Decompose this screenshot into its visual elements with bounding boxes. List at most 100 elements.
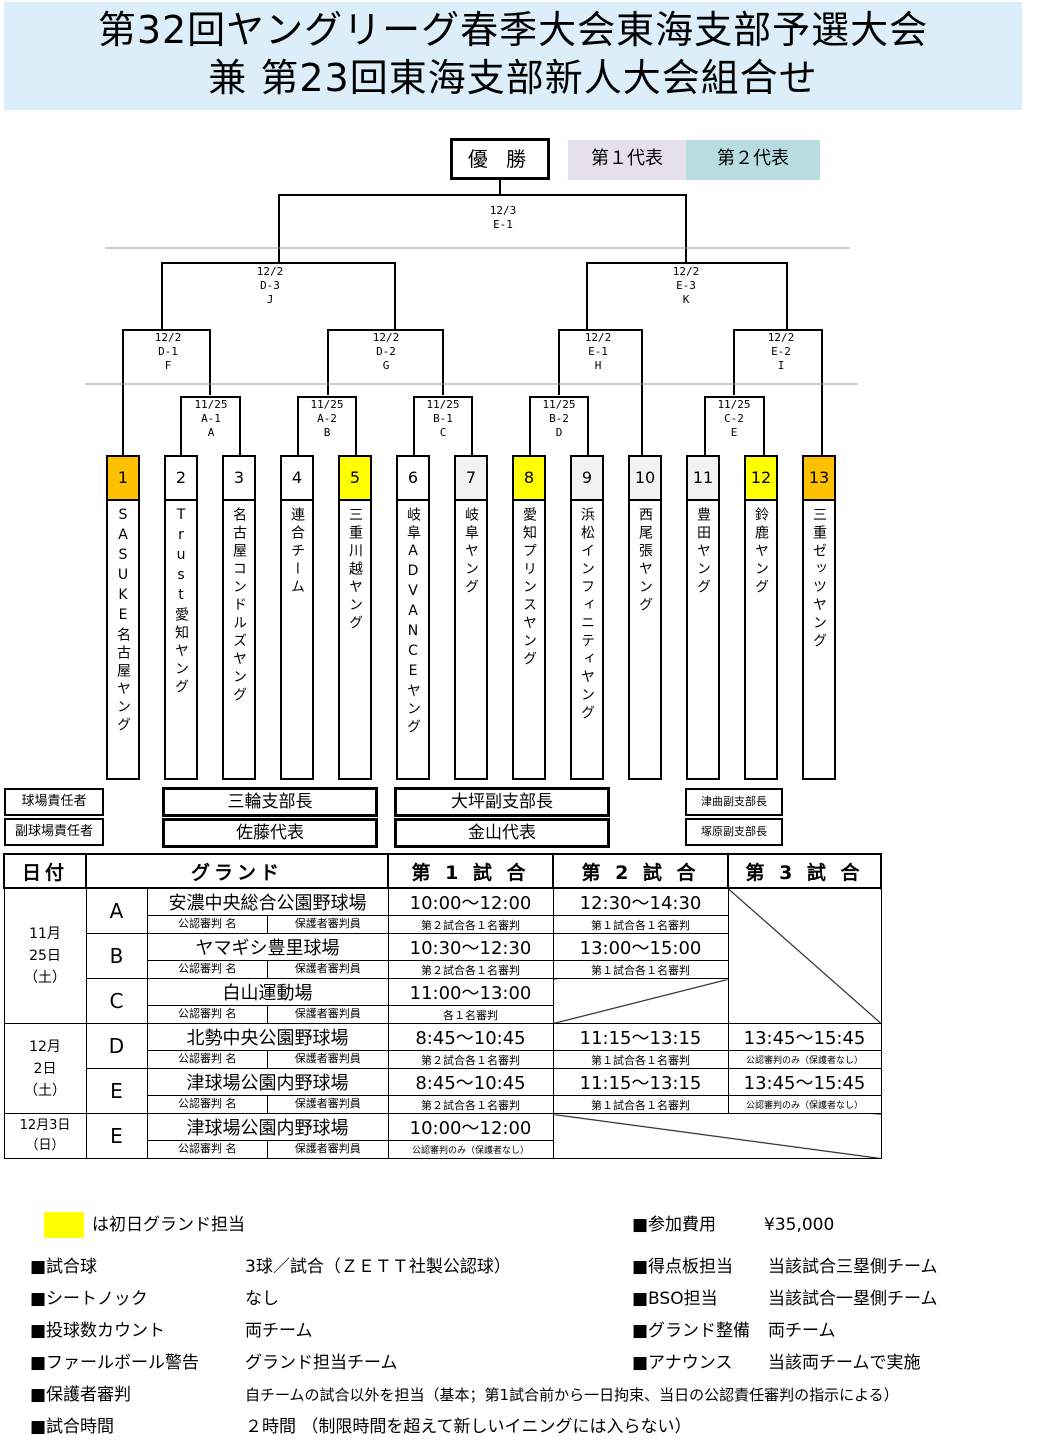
match-3-umpire: 公認審判のみ（保護者なし） [727,1050,882,1069]
match-code: E-1 [493,218,513,231]
umpire-columns: 公認審判 名保護者審判員 [146,1095,389,1114]
match-1-umpire: 公認審判のみ（保護者なし） [387,1140,554,1159]
field-b-manager: 大坪副支部長 [394,787,610,817]
match-q-i: 12/2 E-2 I [749,331,813,373]
date-text: 12月 2日 （土） [24,1038,66,1099]
ground-name: 安濃中央総合公園野球場 [146,887,389,916]
note-item: ■ファールボール警告グランド担当チーム [30,1352,398,1374]
sub-official-umpire: 公認審判 名 [148,961,268,978]
ground-name: 津球場公園内野球場 [146,1068,389,1096]
note-item: ■BSO担当 当該試合一塁側チーム [632,1288,938,1310]
sub-parent-umpire: 保護者審判員 [294,1142,361,1155]
schedule-sub-row: 公認審判 名 保護者審判員 第２試合各１名審判第１試合各１名審判 [4,960,881,979]
note-value: 両チーム [768,1321,836,1341]
match-q-h: 12/2 E-1 H [566,331,630,373]
note-item: ■投球数カウント両チーム [30,1320,313,1342]
note-item: ■グランド整備両チーム [632,1320,836,1342]
match-q-f: 12/2 D-1 F [136,331,200,373]
match-2-time: 13:00～15:00 [552,933,729,961]
yellow-legend-note: は初日グランド担当 [92,1215,245,1235]
note-key: ■グランド整備 [632,1321,751,1341]
sub-official-umpire: 公認審判 名 [148,1096,268,1113]
match-1-time: 8:45～10:45 [387,1068,554,1096]
match-code: E-3 [676,279,696,292]
sub-official-umpire: 公認審判 名 [148,1051,268,1068]
match-code: C-2 [724,412,744,425]
field-letter: D [85,1023,148,1069]
team-name: 岐阜ヤング [463,507,479,597]
sub-parent-umpire: 保護者審判員 [294,962,361,975]
team-name: 愛知プリンスヤング [521,507,537,669]
match-2-umpire: 第１試合各１名審判 [552,915,729,934]
match-2-time: 11:15～13:15 [552,1068,729,1096]
note-value: 当該試合一塁側チーム [768,1289,938,1309]
note-key: ■得点板担当 [632,1257,734,1277]
match-code: D-1 [158,345,178,358]
match-2-umpire: 第１試合各１名審判 [552,960,729,979]
deputy-field-manager-label: 副球場責任者 [4,818,104,846]
note-key: ■参加費用 [632,1215,717,1235]
ground-name: 白山運動場 [146,978,389,1006]
match-code: A-1 [201,412,221,425]
team-name: 三重川越ヤング [347,507,363,633]
note-item: ■アナウンス当該両チームで実施 [632,1352,921,1374]
team-number: 4 [282,457,312,501]
team-name: 三重ゼッツヤング [811,507,827,651]
ground-name: 北勢中央公園野球場 [146,1023,389,1051]
sub-official-umpire: 公認審判 名 [148,1141,268,1158]
match-date: 11/25 [542,398,576,411]
note-value: ２時間 （制限時間を超えて新しいイニングには入らない） [245,1417,692,1437]
note-item: ■シートノックなし [30,1288,279,1310]
team-name: 西尾張ヤング [637,507,653,615]
note-value: ¥35,000 [764,1215,835,1235]
team-number: 9 [572,457,602,501]
match-code: A-2 [317,412,337,425]
match-date: 12/2 [584,331,612,344]
match-2-time: 12:30～14:30 [552,887,729,916]
note-key: ■試合時間 [30,1417,115,1437]
champion-box: 優 勝 [450,138,550,180]
note-value: なし [245,1289,279,1309]
match-letter: D [555,426,563,439]
schedule-sub-row: 公認審判 名保護者審判員第２試合各１名審判第１試合各１名審判 [4,915,881,934]
note-value: グランド担当チーム [245,1353,398,1373]
date-text: 12月3日 （日） [19,1118,71,1153]
team-name: SASUKE名古屋ヤング [115,507,131,735]
field-c-manager: 津曲副支部長 [685,788,783,816]
empty-slot [727,887,882,1024]
match-date: 12/2 [672,265,700,278]
match-1-time: 8:45～10:45 [387,1023,554,1051]
field-a-manager: 三輪支部長 [162,787,378,817]
match-code: B-2 [549,412,569,425]
header-match-3: 第 3 試 合 [727,853,882,889]
sub-parent-umpire: 保護者審判員 [294,917,361,930]
note-key: ■BSO担当 [632,1289,718,1309]
umpire-columns: 公認審判 名 保護者審判員 [146,960,389,979]
empty-slot [552,1113,882,1159]
ground-name: ヤマギシ豊里球場 [146,933,389,961]
header-match-1: 第 1 試 合 [387,853,554,889]
match-1-umpire: 第２試合各１名審判 [387,960,554,979]
match-1-umpire: 第２試合各１名審判 [387,1095,554,1114]
match-semi-left: 12/2 D-3 J [238,265,302,307]
second-representative: 第２代表 [686,140,820,180]
sub-parent-umpire: 保護者審判員 [294,1007,361,1020]
field-manager-label: 球場責任者 [4,788,104,816]
umpire-columns: 公認審判 名保護者審判員 [146,915,389,934]
match-letter: C [439,426,447,439]
match-final: 12/3 E-1 [471,204,535,232]
note-value: 当該試合三塁側チーム [768,1257,938,1277]
match-1-time: 11:00～13:00 [387,978,554,1006]
field-letter: E [85,1068,148,1114]
match-date: 12/2 [767,331,795,344]
match-r1-a: 11/25 A-1 A [179,398,243,440]
note-key: ■試合球 [30,1257,98,1277]
